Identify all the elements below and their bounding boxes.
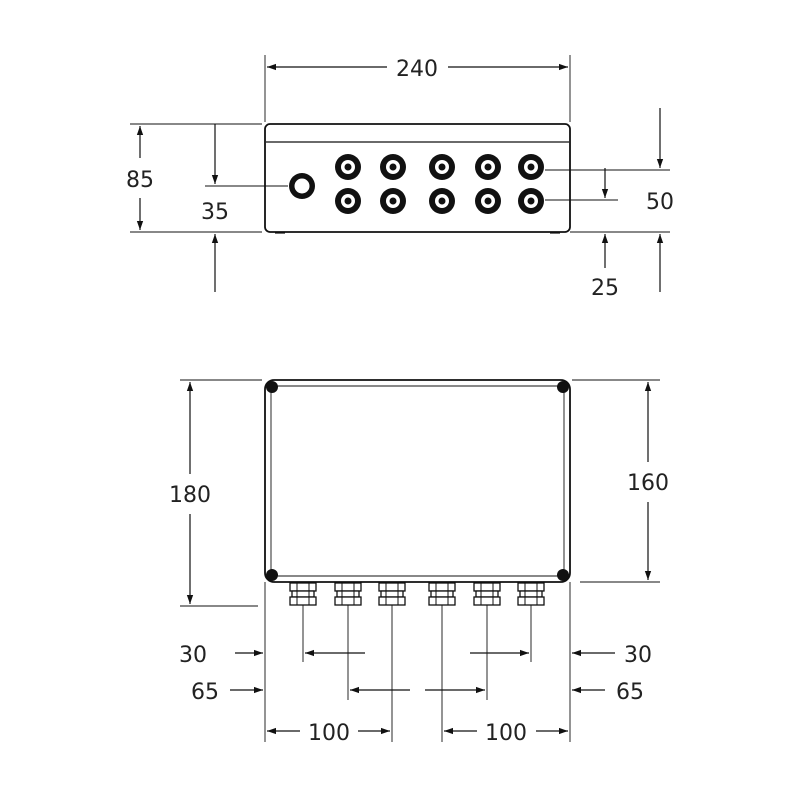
extension-lines bbox=[264, 582, 571, 742]
dimension-160: 160 bbox=[572, 379, 669, 583]
top-view: 180 160 30 bbox=[169, 379, 669, 746]
dimension-240: 240 bbox=[264, 55, 571, 122]
corner-screw bbox=[266, 569, 278, 581]
dim-30-right-label: 30 bbox=[624, 643, 652, 668]
dim-180-label: 180 bbox=[169, 483, 211, 508]
dimension-35: 35 bbox=[201, 124, 288, 292]
corner-screw bbox=[557, 569, 569, 581]
dimension-25: 25 bbox=[545, 168, 619, 301]
dimension-65-left: 65 bbox=[191, 680, 410, 705]
dim-160-label: 160 bbox=[627, 471, 669, 496]
corner-screw bbox=[557, 381, 569, 393]
dim-30-left-label: 30 bbox=[179, 643, 207, 668]
dimension-100-left: 100 bbox=[267, 721, 390, 746]
cable-glands-profile bbox=[289, 582, 545, 606]
dimension-30-right: 30 bbox=[470, 643, 652, 668]
dim-85-label: 85 bbox=[126, 168, 154, 193]
corner-screw bbox=[266, 381, 278, 393]
front-view: 240 85 35 50 2 bbox=[126, 55, 674, 301]
dim-100-right-label: 100 bbox=[485, 721, 527, 746]
dimension-180: 180 bbox=[169, 379, 262, 607]
dimension-85: 85 bbox=[126, 123, 262, 233]
dim-240-label: 240 bbox=[396, 57, 438, 82]
dim-50-label: 50 bbox=[646, 190, 674, 215]
dim-65-right-label: 65 bbox=[616, 680, 644, 705]
enclosure-top-body bbox=[264, 379, 571, 583]
lower-row-glands bbox=[335, 188, 544, 214]
dim-35-label: 35 bbox=[201, 200, 229, 225]
dimension-50: 50 bbox=[545, 108, 674, 292]
upper-row-glands bbox=[335, 154, 544, 180]
dimension-30-left: 30 bbox=[179, 643, 365, 668]
dim-65-left-label: 65 bbox=[191, 680, 219, 705]
dimension-65-right: 65 bbox=[425, 680, 644, 705]
dim-25-label: 25 bbox=[591, 276, 619, 301]
dim-100-left-label: 100 bbox=[308, 721, 350, 746]
single-cable-gland bbox=[289, 173, 315, 199]
dimension-100-right: 100 bbox=[444, 721, 568, 746]
